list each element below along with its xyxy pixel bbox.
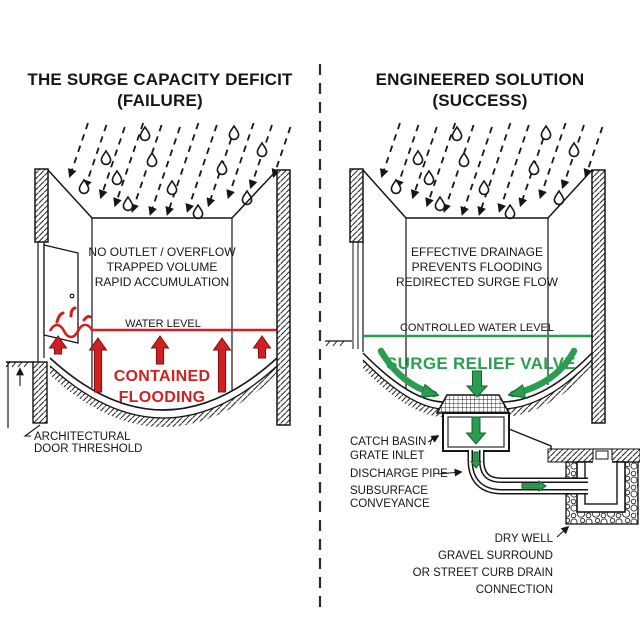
catch-basin-label-line1: CATCH BASIN / [350, 436, 434, 448]
success-info-line1: EFFECTIVE DRAINAGE [411, 245, 543, 259]
discharge-pipe-leader [437, 468, 463, 477]
threshold-label-line1: ARCHITECTURAL [34, 431, 131, 443]
grate-inlet-icon [435, 394, 511, 414]
success-title: ENGINEERED SOLUTION [376, 70, 585, 89]
discharge-pipe-label: DISCHARGE PIPE [350, 468, 448, 480]
threshold-block [32, 361, 48, 424]
failure-title: THE SURGE CAPACITY DEFICIT [27, 70, 293, 89]
success-right-wall [591, 169, 606, 424]
water-level-label: WATER LEVEL [125, 318, 201, 330]
dry-well-leader [556, 525, 570, 538]
flood-rise-arrows-icon [48, 335, 272, 393]
door-icon [37, 242, 79, 362]
rainfall-icon [379, 122, 604, 220]
failure-panel: THE SURGE CAPACITY DEFICIT (FAILURE) NO … [5, 70, 293, 455]
sloped-basin-floor [362, 352, 593, 417]
dry-well-label-line3: OR STREET CURB DRAIN [413, 567, 553, 579]
failure-right-wall [276, 169, 291, 426]
rainfall-icon [67, 122, 292, 220]
success-info-line2: PREVENTS FLOODING [412, 260, 543, 274]
dry-well-icon [565, 460, 639, 525]
catch-basin-label-line2: GRATE INLET [350, 450, 425, 462]
pit-back-wall-sides [405, 218, 549, 389]
surge-flow-arrows-icon [377, 347, 578, 394]
failure-left-wall [34, 168, 49, 243]
exterior-grade [325, 242, 364, 352]
success-left-wall [349, 168, 364, 243]
pit-back-wall-sides [91, 218, 233, 390]
conveyance-label-line2: CONVEYANCE [350, 498, 430, 510]
exterior-grade [5, 361, 33, 428]
surge-relief-valve-label: SURGE RELIEF VALVE [386, 354, 576, 373]
success-panel: ENGINEERED SOLUTION (SUCCESS) EFFECTIVE … [325, 70, 640, 596]
failure-info-line1: NO OUTLET / OVERFLOW [88, 245, 236, 259]
sunken-basin-floor [49, 357, 278, 427]
threshold-label-line2: DOOR THRESHOLD [34, 443, 142, 455]
pit-funnel-edges [47, 169, 278, 219]
catch-basin-leader [427, 435, 440, 443]
failure-info-line2: TRAPPED VOLUME [107, 260, 218, 274]
dry-well-label-line1: DRY WELL [495, 533, 554, 545]
dry-well-label-line2: GRAVEL SURROUND [438, 550, 553, 562]
conveyance-label-line1: SUBSURFACE [350, 485, 428, 497]
failure-info-line3: RAPID ACCUMULATION [95, 275, 229, 289]
contained-flooding-label-line1: CONTAINED [114, 368, 211, 385]
contained-flooding-label-line2: FLOODING [119, 389, 206, 406]
water-level-line [48, 306, 277, 339]
threshold-leader [23, 424, 41, 437]
pit-funnel-edges [362, 169, 593, 219]
subsurface-grade [508, 428, 640, 463]
controlled-water-level-label: CONTROLLED WATER LEVEL [400, 322, 554, 334]
failure-subtitle: (FAILURE) [117, 91, 203, 110]
success-info-line3: REDIRECTED SURGE FLOW [396, 275, 559, 289]
success-subtitle: (SUCCESS) [432, 91, 527, 110]
dry-well-label-line4: CONNECTION [476, 584, 553, 596]
drain-flow-arrows-icon [465, 370, 547, 492]
